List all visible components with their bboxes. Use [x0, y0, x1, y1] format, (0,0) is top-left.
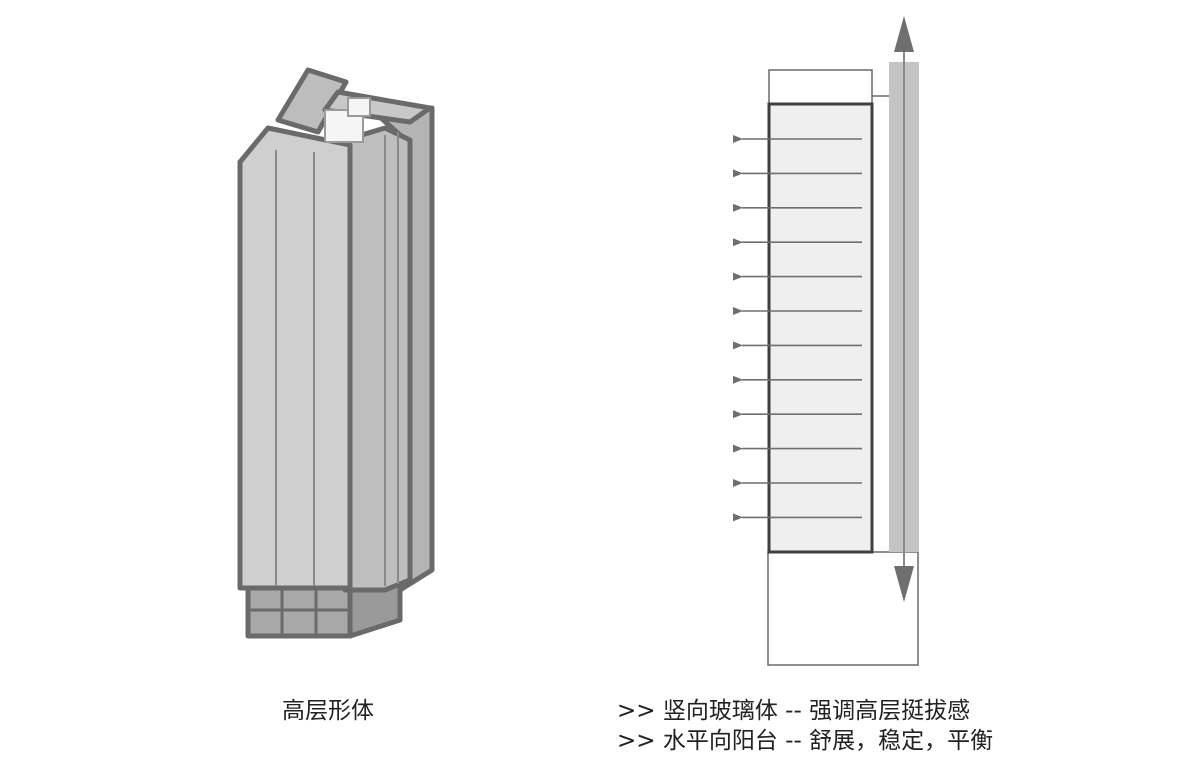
tower-main-front	[237, 125, 353, 591]
arrow-up-icon	[894, 16, 914, 52]
arrow-down-icon	[894, 566, 914, 602]
elevation-diagram	[733, 16, 919, 666]
tower-massing-illustration	[237, 67, 435, 639]
horizontal-balcony-note: >> 水平向阳台 -- 舒展，稳定，平衡	[617, 728, 994, 754]
design-notes-caption: >> 竖向玻璃体 -- 强调高层挺拔感 >> 水平向阳台 -- 舒展，稳定，平衡	[617, 696, 993, 756]
roof-outline-box	[768, 69, 873, 105]
glass-volume	[767, 102, 874, 554]
tower-right-slab	[342, 125, 413, 593]
horizontal-arrow-group	[733, 135, 862, 522]
vertical-glass-note: >> 竖向玻璃体 -- 强调高层挺拔感	[617, 698, 971, 724]
tower-form-caption: 高层形体	[282, 698, 374, 724]
tower-roof-plate-left	[275, 67, 349, 135]
